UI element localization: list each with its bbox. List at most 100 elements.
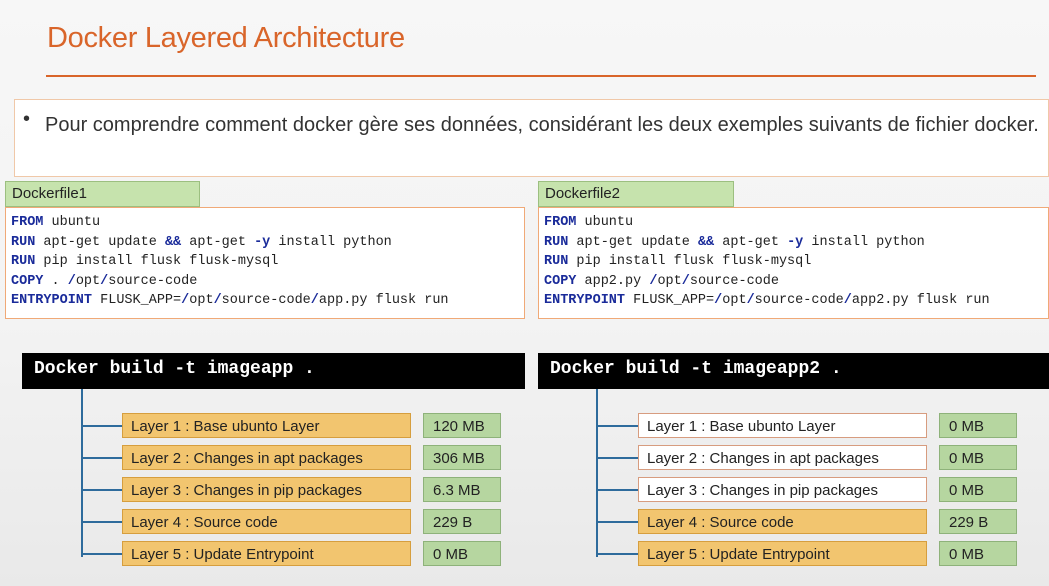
- code-keyword: /: [100, 273, 109, 289]
- code-keyword: RUN: [544, 254, 569, 269]
- code-text: app2.py: [576, 273, 650, 289]
- code-text: apt-get update: [568, 234, 698, 250]
- layer-size: 0 MB: [939, 541, 1017, 566]
- code-keyword: &&: [164, 234, 182, 250]
- tree-branch: [81, 489, 122, 491]
- code-line: RUN apt-get update && apt-get -y install…: [11, 233, 524, 253]
- tree-branch: [596, 521, 638, 523]
- code-text: apt-get: [181, 234, 255, 250]
- code-text: pip install flusk flusk-mysql: [568, 254, 812, 269]
- layer-box: Layer 4 : Source code: [122, 509, 411, 534]
- layer-box: Layer 1 : Base ubunto Layer: [638, 413, 927, 438]
- code-text: apt-get update: [35, 234, 165, 250]
- code-text: source-code: [754, 293, 844, 308]
- code-keyword: /: [181, 293, 190, 308]
- code-text: opt: [189, 293, 214, 308]
- code-text: install python: [270, 234, 392, 250]
- code-text: apt-get: [714, 234, 788, 250]
- code-text: pip install flusk flusk-mysql: [35, 254, 279, 269]
- code-text: ubuntu: [43, 215, 101, 230]
- build-command-2: Docker build -t imageapp2 .: [538, 353, 1049, 389]
- code-text: app2.py flusk run: [851, 293, 990, 308]
- code-text: source-code: [108, 273, 198, 289]
- code-keyword: FROM: [11, 215, 44, 230]
- code-text: app.py flusk run: [318, 293, 449, 308]
- layer-size: 306 MB: [423, 445, 501, 470]
- code-line: FROM ubuntu: [11, 213, 524, 233]
- code-keyword: -y: [787, 234, 804, 250]
- tree-branch: [81, 457, 122, 459]
- code-text: FLUSK_APP=: [625, 293, 715, 308]
- layer-box: Layer 1 : Base ubunto Layer: [122, 413, 411, 438]
- code-line: RUN pip install flusk flusk-mysql: [544, 252, 1048, 272]
- bullet-icon: •: [23, 108, 31, 130]
- code-text: opt: [657, 273, 682, 289]
- dockerfile1-label: Dockerfile1: [5, 181, 200, 207]
- code-text: source-code: [689, 273, 779, 289]
- code-text: opt: [722, 293, 747, 308]
- layer-box: Layer 5 : Update Entrypoint: [122, 541, 411, 566]
- code-keyword: /: [67, 273, 76, 289]
- dockerfile2-label: Dockerfile2: [538, 181, 734, 207]
- layer-box: Layer 3 : Changes in pip packages: [122, 477, 411, 502]
- tree-branch: [81, 521, 122, 523]
- tree-trunk-2: [596, 389, 598, 557]
- code-keyword: COPY: [11, 273, 44, 289]
- code-keyword: RUN: [11, 234, 36, 250]
- layer-size: 0 MB: [939, 477, 1017, 502]
- code-keyword: /: [843, 293, 852, 308]
- build-command-1: Docker build -t imageapp .: [22, 353, 525, 389]
- layer-size: 120 MB: [423, 413, 501, 438]
- tree-branch: [81, 553, 122, 555]
- code-keyword: /: [213, 293, 222, 308]
- tree-branch: [596, 489, 638, 491]
- code-text: FLUSK_APP=: [92, 293, 182, 308]
- layer-box: Layer 2 : Changes in apt packages: [122, 445, 411, 470]
- title-underline: [46, 75, 1036, 77]
- code-keyword: /: [649, 273, 658, 289]
- code-keyword: /: [681, 273, 690, 289]
- description-text: Pour comprendre comment docker gère ses …: [45, 114, 1039, 136]
- layer-size: 229 B: [423, 509, 501, 534]
- code-line: RUN pip install flusk flusk-mysql: [11, 252, 524, 272]
- code-keyword: FROM: [544, 215, 577, 230]
- code-line: ENTRYPOINT FLUSK_APP=/opt/source-code/ap…: [11, 291, 524, 311]
- code-line: RUN apt-get update && apt-get -y install…: [544, 233, 1048, 253]
- code-keyword: /: [746, 293, 755, 308]
- layer-box: Layer 3 : Changes in pip packages: [638, 477, 927, 502]
- description-box: • Pour comprendre comment docker gère se…: [14, 99, 1049, 177]
- layer-size: 0 MB: [939, 445, 1017, 470]
- code-keyword: COPY: [544, 273, 577, 289]
- layer-size: 229 B: [939, 509, 1017, 534]
- code-keyword: /: [310, 293, 319, 308]
- layer-size: 0 MB: [939, 413, 1017, 438]
- code-keyword: &&: [697, 234, 715, 250]
- code-line: ENTRYPOINT FLUSK_APP=/opt/source-code/ap…: [544, 291, 1048, 311]
- code-keyword: RUN: [544, 234, 569, 250]
- code-text: opt: [75, 273, 101, 289]
- code-keyword: ENTRYPOINT: [11, 293, 93, 308]
- code-keyword: RUN: [11, 254, 36, 269]
- code-line: FROM ubuntu: [544, 213, 1048, 233]
- tree-branch: [596, 425, 638, 427]
- tree-trunk-1: [81, 389, 83, 557]
- code-text: install python: [803, 234, 925, 250]
- code-text: ubuntu: [576, 215, 634, 230]
- code-line: COPY . /opt/source-code: [11, 272, 524, 292]
- code-text: .: [43, 273, 68, 289]
- layer-size: 6.3 MB: [423, 477, 501, 502]
- layer-box: Layer 5 : Update Entrypoint: [638, 541, 927, 566]
- code-text: source-code: [221, 293, 311, 308]
- layer-size: 0 MB: [423, 541, 501, 566]
- code-keyword: /: [714, 293, 723, 308]
- code-line: COPY app2.py /opt/source-code: [544, 272, 1048, 292]
- layer-box: Layer 2 : Changes in apt packages: [638, 445, 927, 470]
- tree-branch: [596, 457, 638, 459]
- code-keyword: ENTRYPOINT: [544, 293, 626, 308]
- tree-branch: [81, 425, 122, 427]
- code-keyword: -y: [254, 234, 271, 250]
- layer-box: Layer 4 : Source code: [638, 509, 927, 534]
- slide-title: Docker Layered Architecture: [47, 22, 405, 54]
